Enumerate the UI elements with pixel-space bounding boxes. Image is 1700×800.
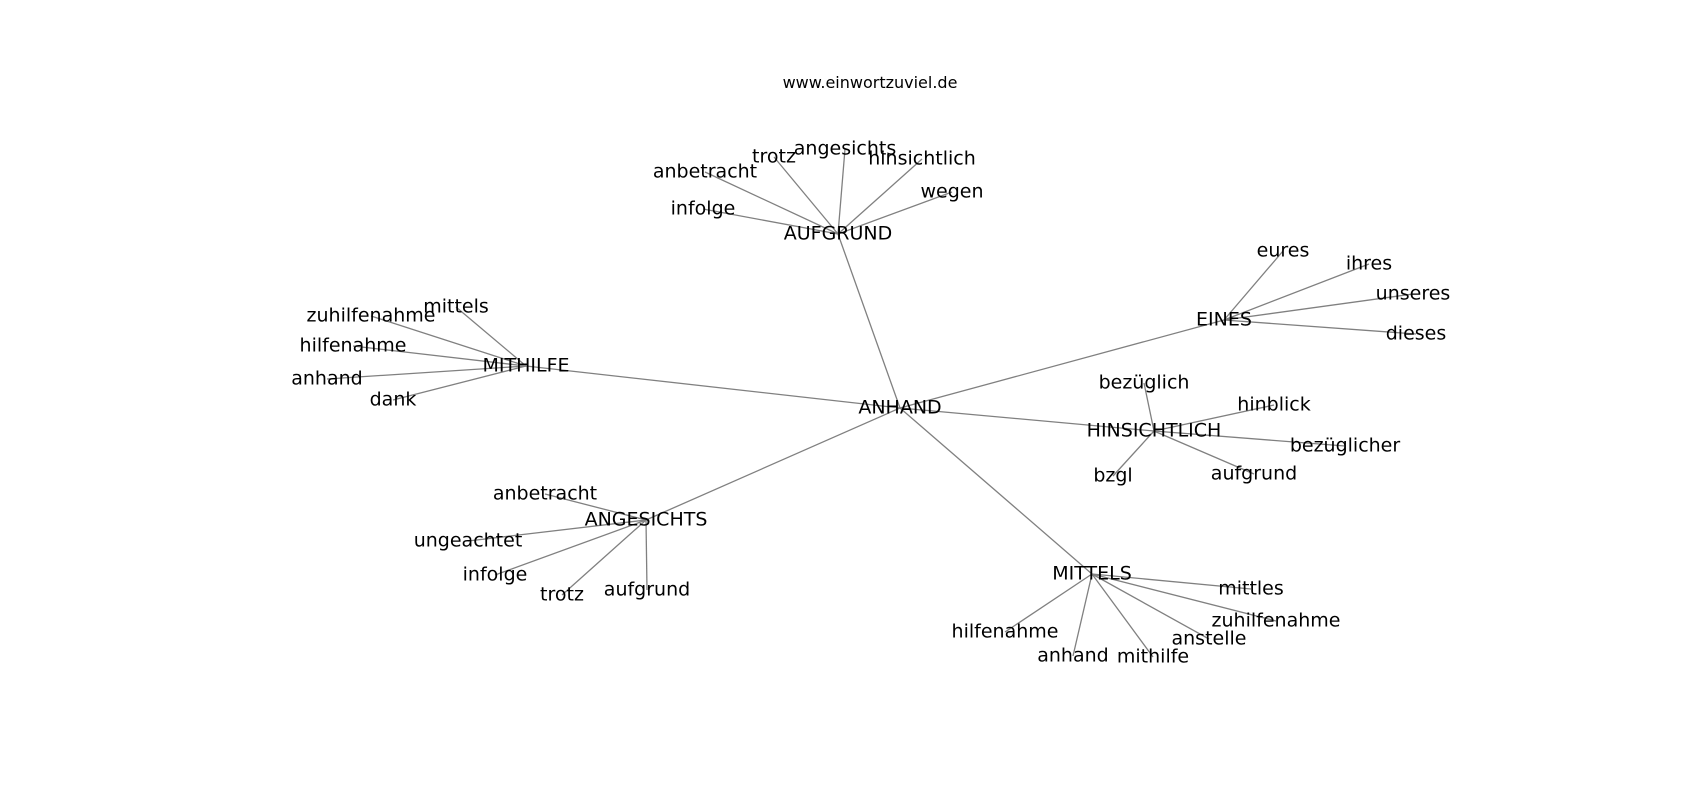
- edge-mithilfe_hub-m_hilfenahme: [352, 345, 527, 367]
- edge-mittels_hub-t_hilfenahme: [1004, 573, 1093, 633]
- edges-layer: [326, 148, 1417, 658]
- node-angesichts-hub: ANGESICHTS: [585, 509, 708, 531]
- edge-aufgrund_hub-a_hinsichtlich: [837, 158, 923, 235]
- edge-hinsichtlich_hub-h_bzgl: [1112, 430, 1155, 477]
- node-e-ihres: ihres: [1346, 253, 1392, 275]
- node-anhand-root: ANHAND: [858, 397, 941, 419]
- node-mithilfe-hub: MITHILFE: [482, 355, 569, 377]
- edge-aufgrund_hub-a_wegen: [837, 191, 953, 235]
- edge-eines_hub-e_unseres: [1223, 293, 1414, 321]
- node-t-anhand: anhand: [1037, 645, 1108, 667]
- node-m-mittels: mittels: [423, 296, 489, 318]
- edge-eines_hub-e_eures: [1223, 250, 1284, 321]
- edge-mittels_hub-t_anhand: [1072, 573, 1093, 657]
- edge-hinsichtlich_hub-h_aufgrund: [1153, 430, 1255, 475]
- edge-angesichts_hub-g_anbetracht: [544, 493, 647, 521]
- node-a-infolge: infolge: [671, 198, 736, 220]
- node-a-hinsichtlich: hinsichtlich: [868, 148, 976, 170]
- node-h-aufgrund: aufgrund: [1211, 463, 1297, 485]
- edge-hinsichtlich_hub-h_bezueglich: [1143, 382, 1155, 432]
- edge-aufgrund_hub-a_angesichts: [837, 148, 846, 235]
- edge-aufgrund_hub-a_trotz: [773, 156, 839, 235]
- edge-eines_hub-e_dieses: [1223, 319, 1417, 335]
- node-h-hinblick: hinblick: [1237, 394, 1310, 416]
- node-m-zuhilfenahme: zuhilfenahme: [307, 305, 436, 327]
- edge-anhand_root-mithilfe_hub: [525, 365, 901, 409]
- node-h-bzgl: bzgl: [1093, 465, 1132, 487]
- node-aufgrund-hub: AUFGRUND: [784, 223, 893, 245]
- node-a-wegen: wegen: [920, 181, 983, 203]
- node-m-anhand: anhand: [291, 368, 362, 390]
- node-g-anbetracht: anbetracht: [493, 483, 597, 505]
- node-e-eures: eures: [1257, 240, 1310, 262]
- node-hinsichtlich-hub: HINSICHTLICH: [1087, 420, 1222, 442]
- edge-mithilfe_hub-m_mittels: [455, 306, 527, 367]
- edge-angesichts_hub-g_ungeachtet: [467, 519, 647, 542]
- node-t-zuhilfenahme: zuhilfenahme: [1212, 610, 1341, 632]
- node-t-mithilfe: mithilfe: [1117, 646, 1189, 668]
- node-a-anbetracht: anbetracht: [653, 161, 757, 183]
- edge-anhand_root-hinsichtlich_hub: [899, 407, 1155, 432]
- edge-mithilfe_hub-m_zuhilfenahme: [370, 315, 527, 367]
- edge-anhand_root-aufgrund_hub: [837, 233, 901, 409]
- edge-eines_hub-e_ihres: [1223, 263, 1370, 321]
- edge-hinsichtlich_hub-h_bezueglicher: [1153, 430, 1346, 447]
- edge-anhand_root-angesichts_hub: [645, 407, 901, 521]
- edge-mittels_hub-t_anstelle: [1091, 573, 1210, 640]
- node-a-angesichts: angesichts: [794, 138, 896, 160]
- node-eines-hub: EINES: [1196, 309, 1252, 331]
- node-g-infolge: infolge: [463, 564, 528, 586]
- node-g-aufgrund: aufgrund: [604, 579, 690, 601]
- node-m-dank: dank: [370, 389, 417, 411]
- edge-anhand_root-eines_hub: [899, 319, 1225, 409]
- edge-angesichts_hub-g_infolge: [494, 519, 647, 576]
- node-t-mittles: mittles: [1218, 578, 1284, 600]
- node-e-dieses: dieses: [1386, 323, 1447, 345]
- edge-mittels_hub-t_zuhilfenahme: [1091, 573, 1277, 622]
- labels-layer: ANHAND AUFGRUND EINES MITHILFE HINSICHTLICH A…: [291, 138, 1450, 668]
- edge-anhand_root-mittels_hub: [899, 407, 1093, 575]
- edge-angesichts_hub-g_aufgrund: [645, 519, 648, 591]
- edge-mithilfe_hub-m_dank: [392, 365, 527, 401]
- edge-mittels_hub-t_mithilfe: [1091, 573, 1154, 658]
- site-watermark: www.einwortzuviel.de: [783, 73, 958, 92]
- node-g-ungeachtet: ungeachtet: [414, 530, 523, 552]
- node-h-bezueglich: bezüglich: [1099, 372, 1190, 394]
- node-m-hilfenahme: hilfenahme: [300, 335, 407, 357]
- edge-angesichts_hub-g_trotz: [561, 519, 647, 596]
- edge-mittels_hub-t_mittles: [1091, 573, 1252, 590]
- node-mittels-hub: MITTELS: [1052, 563, 1132, 585]
- node-e-unseres: unseres: [1376, 283, 1451, 305]
- edge-aufgrund_hub-a_infolge: [702, 208, 839, 235]
- node-t-anstelle: anstelle: [1172, 628, 1247, 650]
- edge-aufgrund_hub-a_anbetracht: [704, 171, 839, 235]
- node-t-hilfenahme: hilfenahme: [952, 621, 1059, 643]
- node-a-trotz: trotz: [752, 146, 796, 168]
- node-g-trotz: trotz: [540, 584, 584, 606]
- edge-hinsichtlich_hub-h_hinblick: [1153, 404, 1275, 432]
- node-h-bezueglicher: bezüglicher: [1290, 435, 1401, 457]
- edge-mithilfe_hub-m_anhand: [326, 365, 527, 380]
